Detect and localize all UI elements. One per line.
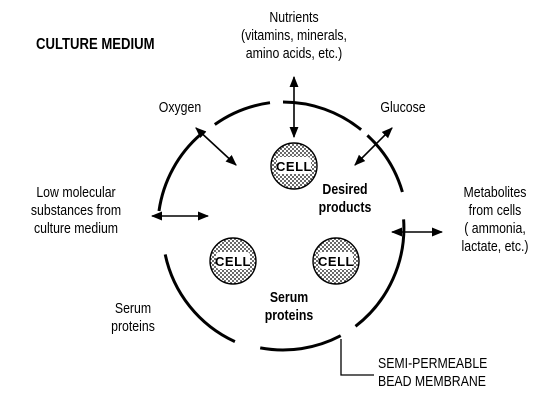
membrane-leader-line (341, 339, 374, 375)
low-molecular-label: Low molecular substances from culture me… (14, 184, 139, 238)
cell-right: CELL (313, 238, 359, 284)
metabolites-label: Metabolites from cells ( ammonia, lactat… (444, 184, 546, 256)
culture-medium-title: CULTURE MEDIUM (36, 36, 192, 54)
oxygen-arrow (196, 128, 236, 165)
cell-label: CELL (276, 159, 312, 174)
glucose-label: Glucose (370, 99, 436, 117)
cell-label: CELL (215, 254, 251, 269)
cell-label: CELL (318, 254, 354, 269)
membrane-label: SEMI-PERMEABLE BEAD MEMBRANE (378, 355, 524, 391)
desired-products-label: Desired products (310, 181, 381, 217)
oxygen-label: Oxygen (147, 99, 213, 117)
serum-proteins-inside-label: Serum proteins (252, 289, 326, 325)
serum-proteins-outside-label: Serum proteins (96, 300, 170, 336)
cell-left: CELL (210, 238, 256, 284)
nutrients-label: Nutrients (vitamins, minerals, amino aci… (216, 9, 372, 63)
